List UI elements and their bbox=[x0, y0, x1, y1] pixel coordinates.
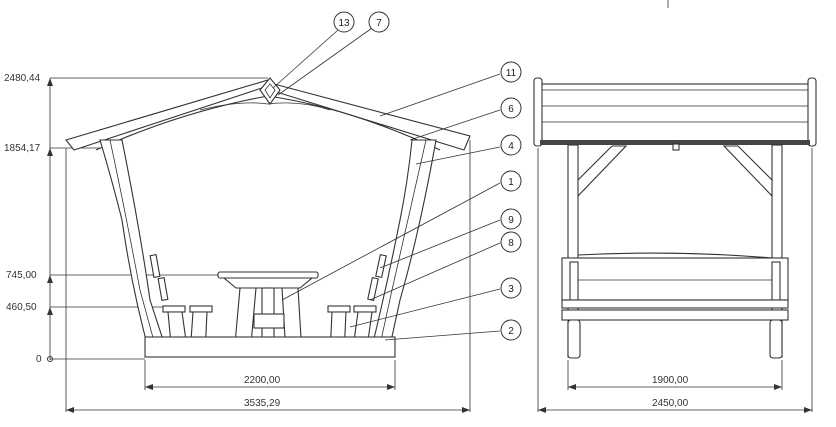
leader-4 bbox=[415, 146, 501, 165]
balloon-2: 2 bbox=[500, 319, 522, 341]
left-bench-seat-b bbox=[189, 305, 213, 313]
front-brace-right bbox=[722, 145, 773, 198]
dim-label-460: 460,50 bbox=[6, 302, 37, 313]
arrow-1900-right bbox=[774, 384, 782, 390]
front-roof-panel bbox=[539, 83, 811, 143]
right-post bbox=[369, 139, 437, 356]
dim-label-1900: 1900,00 bbox=[652, 375, 689, 386]
side-view: 2480,44 1854,17 745,00 460,50 0 bbox=[4, 11, 522, 413]
balloon-7: 7 bbox=[368, 11, 390, 33]
leader-13 bbox=[272, 29, 339, 89]
arrow-2450-right bbox=[804, 407, 812, 413]
front-roof-end-right bbox=[807, 77, 817, 147]
front-seat-side-left bbox=[569, 261, 579, 301]
balloon-6: 6 bbox=[500, 97, 522, 119]
dim-label-2480: 2480,44 bbox=[4, 73, 41, 84]
left-seat-back-lower bbox=[157, 277, 169, 301]
dim-label-2200: 2200,00 bbox=[244, 375, 281, 386]
ridge-ornament bbox=[259, 77, 281, 105]
roof-right-board bbox=[269, 83, 471, 151]
right-post-edge bbox=[379, 139, 427, 346]
table-top bbox=[217, 271, 319, 279]
arrow-1854 bbox=[47, 148, 53, 156]
leader-3 bbox=[349, 288, 501, 328]
front-foot-left bbox=[567, 319, 581, 359]
svg-text:6: 6 bbox=[508, 104, 514, 115]
leader-11 bbox=[379, 73, 501, 117]
dim-label-1854: 1854,17 bbox=[4, 143, 41, 154]
arrow-3535-left bbox=[66, 407, 74, 413]
left-post-edge bbox=[109, 139, 156, 346]
front-center-block bbox=[672, 143, 680, 151]
origin-mark bbox=[47, 356, 53, 362]
front-brace-left bbox=[577, 145, 628, 198]
balloon-9: 9 bbox=[500, 208, 522, 230]
balloon-8: 8 bbox=[500, 231, 522, 253]
svg-text:11: 11 bbox=[506, 68, 517, 79]
arrow-2200-left bbox=[145, 384, 153, 390]
svg-text:7: 7 bbox=[376, 18, 382, 29]
leader-9 bbox=[379, 219, 501, 269]
table-crossbar bbox=[253, 313, 285, 329]
left-bench-seat-a bbox=[162, 305, 186, 313]
dim-label-0: 0 bbox=[36, 354, 42, 365]
front-table-top bbox=[561, 299, 789, 309]
front-roof-beam bbox=[540, 140, 810, 145]
front-foot-right bbox=[769, 319, 783, 359]
leader-6 bbox=[409, 109, 501, 141]
arrow-460 bbox=[47, 307, 53, 315]
balloon-4: 4 bbox=[500, 134, 522, 156]
arrow-2450-left bbox=[538, 407, 546, 413]
left-post bbox=[99, 139, 169, 356]
arrow-2200-right bbox=[387, 384, 395, 390]
svg-text:1: 1 bbox=[508, 177, 514, 188]
arrow-745 bbox=[47, 275, 53, 283]
svg-text:4: 4 bbox=[508, 141, 514, 152]
arrow-3535-right bbox=[462, 407, 470, 413]
svg-text:9: 9 bbox=[508, 215, 514, 226]
table-apron bbox=[222, 277, 314, 289]
roof-inner-arch bbox=[199, 102, 331, 111]
svg-text:8: 8 bbox=[508, 238, 514, 249]
svg-text:2: 2 bbox=[508, 326, 514, 337]
dim-label-745: 745,00 bbox=[6, 270, 37, 281]
dim-label-2450: 2450,00 bbox=[652, 398, 689, 409]
roof-left-board bbox=[65, 79, 276, 151]
svg-text:3: 3 bbox=[508, 284, 514, 295]
arrow-2480 bbox=[47, 78, 53, 86]
front-seat-side-right bbox=[771, 261, 781, 301]
right-bench-seat-a bbox=[327, 305, 351, 313]
leader-7 bbox=[277, 27, 373, 96]
balloon-13: 13 bbox=[333, 11, 355, 33]
left-seat-back-upper bbox=[149, 254, 161, 278]
leader-8 bbox=[369, 242, 501, 301]
dim-label-3535: 3535,29 bbox=[244, 398, 281, 409]
front-roof-end-left bbox=[533, 77, 543, 147]
balloon-3: 3 bbox=[500, 277, 522, 299]
base-frame bbox=[144, 336, 396, 358]
front-seat-frame bbox=[561, 257, 789, 301]
svg-text:13: 13 bbox=[338, 18, 350, 29]
arrow-1900-left bbox=[568, 384, 576, 390]
front-view: 1900,00 2450,00 bbox=[533, 0, 817, 413]
leader-2 bbox=[384, 330, 501, 341]
balloon-1: 1 bbox=[500, 170, 522, 192]
balloon-11: 11 bbox=[500, 61, 522, 83]
leader-1 bbox=[281, 182, 501, 301]
right-bench-seat-b bbox=[353, 305, 377, 313]
front-bench bbox=[561, 309, 789, 321]
